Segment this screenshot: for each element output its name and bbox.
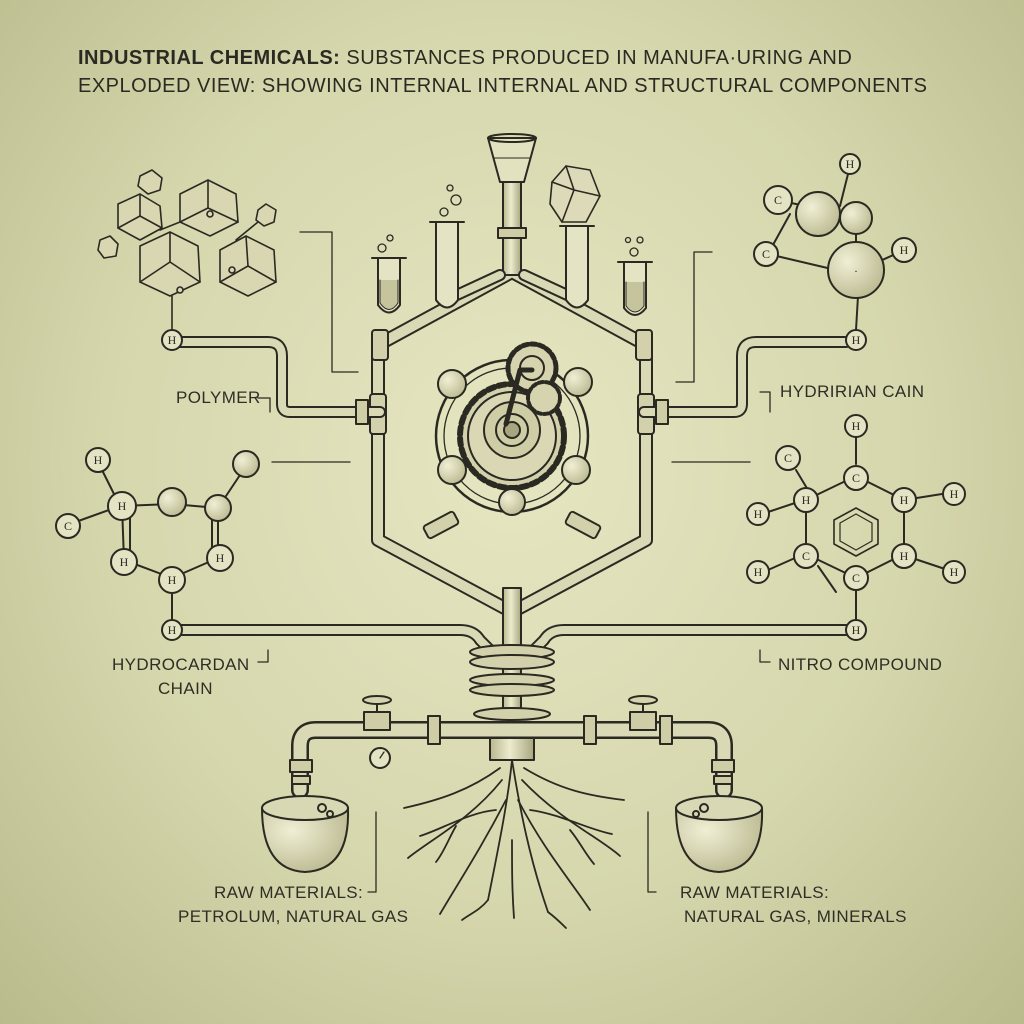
atom-h: H <box>950 487 959 501</box>
atom-h: H <box>94 453 103 467</box>
atom-h: H <box>846 157 855 171</box>
atom-c: C <box>64 519 72 533</box>
atom-h: H <box>754 565 763 579</box>
atom-h: H <box>118 499 127 513</box>
title-bold: INDUSTRIAL CHEMICALS: <box>78 47 341 69</box>
atom-h: H <box>900 493 909 507</box>
test-tubes <box>371 221 653 316</box>
leader-lines <box>257 231 771 893</box>
label-nitro-compound: NITRO COMPOUND <box>778 655 943 674</box>
atom-h: H <box>852 333 861 347</box>
atom-c: C <box>774 193 782 207</box>
bubbles <box>377 184 644 257</box>
title-line-1: INDUSTRIAL CHEMICALS: SUBSTANCES PRODUCE… <box>78 44 978 72</box>
label-polymer: POLYMER <box>176 388 261 407</box>
atom-h: H <box>900 243 909 257</box>
polymer-crystals-icon <box>97 169 277 335</box>
label-hydrocardan-line1: HYDROCARDAN <box>112 655 250 674</box>
atom-c: C <box>852 571 860 585</box>
label-hydrocardan-line2: CHAIN <box>158 679 213 698</box>
right-valve-icon <box>628 695 658 731</box>
atom-h: H <box>754 507 763 521</box>
nitro-molecule-icon <box>746 414 966 641</box>
atom-c: C <box>784 451 792 465</box>
diagram-title: INDUSTRIAL CHEMICALS: SUBSTANCES PRODUCE… <box>78 44 978 100</box>
left-tank-icon <box>261 795 350 873</box>
gear-assembly <box>434 341 593 516</box>
atom-h: H <box>120 555 129 569</box>
label-raw-left-line2: PETROLUM, NATURAL GAS <box>178 907 409 926</box>
atom-h: H <box>168 623 177 637</box>
right-tank-icon <box>675 795 764 873</box>
hydririan-molecule-icon <box>161 153 917 351</box>
atom-h: H <box>950 565 959 579</box>
atom-h: H <box>168 333 177 347</box>
atom-h: H <box>852 419 861 433</box>
label-raw-left-line1: RAW MATERIALS: <box>214 883 364 902</box>
manifold-pipe <box>289 715 735 799</box>
top-feed-pipe <box>487 133 537 276</box>
title-rest: SUBSTANCES PRODUCED IN MANUFA·URING AND <box>340 47 853 69</box>
label-hydririan-cain: HYDRIRIAN CAIN <box>780 382 925 401</box>
atom-h: H <box>216 551 225 565</box>
atom-letters: H H H C H H C H H H H H H C C H H H H C … <box>64 157 959 637</box>
atom-h: H <box>852 623 861 637</box>
left-valve-icon <box>362 695 392 769</box>
lower-connector-pipes <box>170 624 852 656</box>
roots-icon <box>403 759 625 929</box>
atom-c: C <box>802 549 810 563</box>
atom-h: H <box>900 549 909 563</box>
left-connector-pipe <box>170 336 386 425</box>
crystal <box>549 165 601 223</box>
atom-dot: · <box>854 264 858 278</box>
atom-h: H <box>802 493 811 507</box>
label-raw-right-line2: NATURAL GAS, MINERALS <box>684 907 907 926</box>
hydrocardan-molecule-icon <box>55 447 260 641</box>
atom-h: H <box>168 573 177 587</box>
label-raw-right-line1: RAW MATERIALS: <box>680 883 830 902</box>
title-line-2: EXPLODED VIEW: SHOWING INTERNAL INTERNAL… <box>78 75 928 97</box>
hexagon-joints <box>369 329 655 540</box>
atom-c: C <box>852 471 860 485</box>
right-connector-pipe <box>638 336 852 425</box>
atom-c: C <box>762 247 770 261</box>
